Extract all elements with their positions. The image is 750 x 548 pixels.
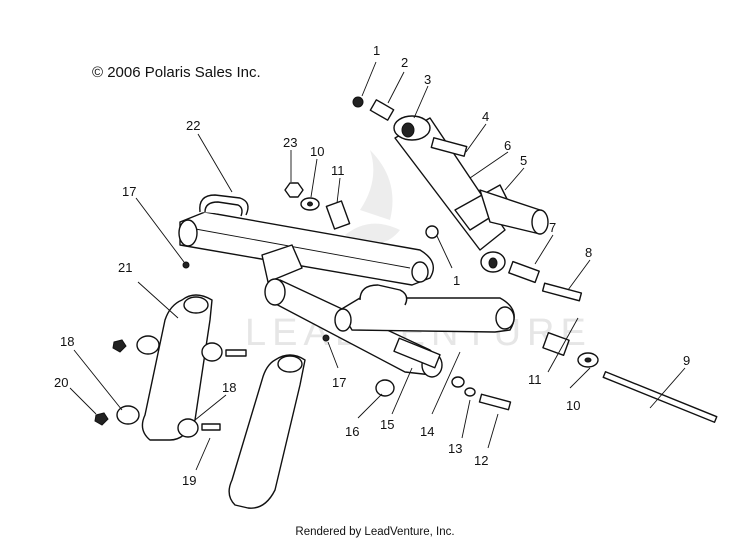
callout: 4	[482, 109, 489, 124]
callouts: 1 2 3 4 6 5 22 23 10 11 17 7 8 1 21 11 9…	[54, 43, 690, 488]
leader-lines	[69, 61, 686, 471]
callout: 14	[420, 424, 434, 439]
callout: 19	[182, 473, 196, 488]
callout: 13	[448, 441, 462, 456]
callout: 17	[332, 375, 346, 390]
shock-absorber	[393, 115, 549, 273]
callout: 5	[520, 153, 527, 168]
callout: 3	[424, 72, 431, 87]
callout: 21	[118, 260, 132, 275]
callout: 11	[331, 163, 345, 178]
callout: 2	[401, 55, 408, 70]
callout: 18	[60, 334, 74, 349]
copyright-notice: © 2006 Polaris Sales Inc.	[92, 64, 261, 81]
callout: 20	[54, 375, 68, 390]
callout: 10	[310, 144, 324, 159]
callout: 8	[585, 245, 592, 260]
callout: 9	[683, 353, 690, 368]
callout: 18	[222, 380, 236, 395]
footer-credit: Rendered by LeadVenture, Inc.	[295, 526, 455, 538]
torque-links	[94, 294, 306, 509]
callout: 12	[474, 453, 488, 468]
callout: 10	[566, 398, 580, 413]
callout: 1	[453, 273, 460, 288]
callout: 23	[283, 135, 297, 150]
callout: 7	[549, 220, 556, 235]
callout: 15	[380, 417, 394, 432]
callout: 6	[504, 138, 511, 153]
upper-a-arm	[178, 194, 434, 286]
callout: 17	[122, 184, 136, 199]
callout: 22	[186, 118, 200, 133]
callout: 16	[345, 424, 359, 439]
callout: 1	[373, 43, 380, 58]
callout: 11	[528, 372, 542, 387]
